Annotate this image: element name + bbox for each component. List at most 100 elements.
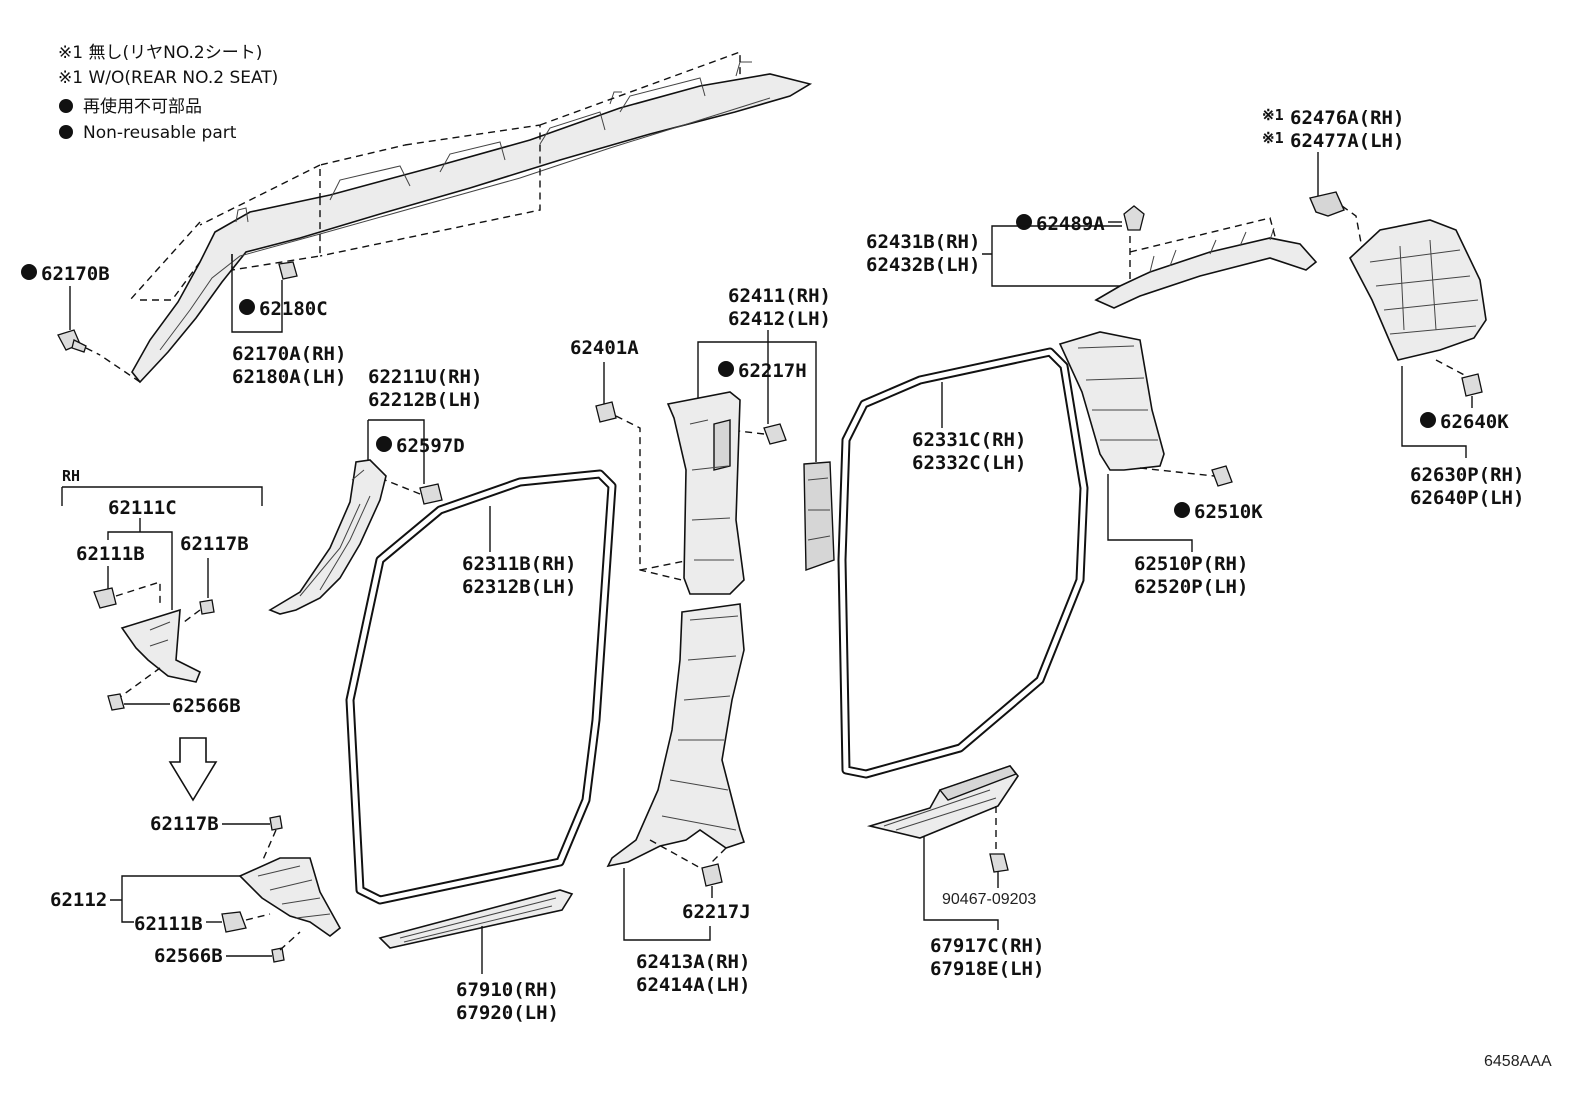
clip-62117B [199,599,215,615]
nonreusable-dot-icon [59,125,73,139]
leader-line [623,868,711,941]
part-label-62217J: 62217J [682,901,751,923]
part-label-62640P: 62640P(LH) [1410,487,1524,509]
part-label-62111B-b: 62111B [134,913,203,935]
part-label-62630P: 62630P(RH) [1410,464,1524,486]
leader-line [107,518,173,610]
front-pillar-garnish: 62211U(RH) 62212B(LH) 62597D [268,366,482,615]
down-arrow-icon [168,737,218,802]
dash-line [1341,205,1363,249]
part-label-62312B: 62312B(LH) [462,576,576,598]
part-label-62111C: 62111C [108,497,177,519]
dash-line [649,839,727,871]
legend: ※1 無し(リヤNO.2シート) ※1 W/O(REAR NO.2 SEAT) … [58,43,278,143]
dash-line [1129,217,1277,280]
front-door-weatherstrip: 62311B(RH) 62312B(LH) [345,469,617,905]
illustration-code: 6458AAA [1484,1053,1552,1070]
legend-note1-en: ※1 W/O(REAR NO.2 SEAT) [58,68,278,88]
part-label-90467: 90467-09203 [942,891,1036,908]
legend-nonreusable-en: Non-reusable part [83,123,237,143]
dash-line [85,347,101,356]
rh-group: RH 62111C 62111B 62117B 62566B [61,467,263,717]
part-label-62476A: 62476A(RH) [1290,107,1404,129]
clip-62111B [93,587,117,609]
quarter-pillar-garnish: 62510K 62510P(RH) 62520P(LH) [1058,331,1263,598]
part-label-62477A: 62477A(LH) [1290,130,1404,152]
part-label-62412: 62412(LH) [728,308,831,330]
screw-62170B [57,329,87,353]
leader-line [982,225,1124,287]
nonreusable-dot-icon [1174,502,1190,518]
part-label-62413A: 62413A(RH) [636,951,750,973]
group-bracket [61,486,263,506]
cover-62476A [1309,191,1345,217]
nonreusable-dot-icon [1420,412,1436,428]
part-label-62566B-a: 62566B [172,695,241,717]
dash-line [261,829,277,863]
part-label-62112: 62112 [50,889,107,911]
nonreusable-dot-icon [1016,214,1032,230]
part-label-62432B: 62432B(LH) [866,254,980,276]
part-label-62510P: 62510P(RH) [1134,553,1248,575]
part-label-62489A: 62489A [1036,213,1105,235]
part-label-62510K: 62510K [1194,501,1263,523]
legend-note1-jp: ※1 無し(リヤNO.2シート) [58,43,262,63]
roof-side-inner-garnish: 62489A 62431B(RH) 62432B(LH) [866,205,1318,309]
part-label-62180A: 62180A(LH) [232,366,346,388]
nonreusable-dot-icon [718,361,734,377]
part-label-67918E: 67918E(LH) [930,958,1044,980]
rear-scuff-plate: 90467-09203 67917C(RH) 67918E(LH) [866,765,1044,980]
part-label-62170A: 62170A(RH) [232,343,346,365]
part-label-62414A: 62414A(LH) [636,974,750,996]
part-label-62332C: 62332C(LH) [912,452,1026,474]
dash-line [245,913,271,921]
leader-line [1107,474,1193,552]
clip-62180C [278,261,298,280]
part-label-62640K: 62640K [1440,411,1509,433]
dash-line [183,609,201,623]
part-label-62401A: 62401A [570,337,639,359]
part-label-62117B-b: 62117B [150,813,219,835]
part-label-62180C: 62180C [259,298,328,320]
part-label-62597D: 62597D [396,435,465,457]
dash-line [115,581,161,606]
roof-side-garnish-illustration [99,50,813,384]
leader-line [231,254,283,333]
dash-line [379,477,421,495]
nonreusable-dot-icon [59,99,73,113]
part-label-62331C: 62331C(RH) [912,429,1026,451]
clip-62510K [1211,465,1233,487]
part-label-62566B-b: 62566B [154,945,223,967]
note-mark-62477A: ※1 [1262,129,1284,147]
dash-line [279,931,301,951]
part-label-62117B-a: 62117B [180,533,249,555]
part-label-67910: 67910(RH) [456,979,559,1001]
nonreusable-dot-icon [239,299,255,315]
clip-62640K [1461,373,1483,397]
part-label-62170B: 62170B [41,263,110,285]
center-pillar-group: 62401A 62411(RH) 62412(LH) 62217H 62217J… [570,285,835,996]
part-label-67920: 67920(LH) [456,1002,559,1024]
leader-line [1401,366,1467,458]
clip-62217J [701,863,723,887]
part-label-62211U: 62211U(RH) [368,366,482,388]
clip-62597D [419,483,443,505]
dash-line [1139,467,1215,477]
part-label-67917C: 67917C(RH) [930,935,1044,957]
clip-62566B [107,693,125,711]
rear-quarter-trim: ※1 62476A(RH) ※1 62477A(LH) 62640K 62630… [1262,106,1524,509]
part-label-62111B-a: 62111B [76,543,145,565]
clip-62489A [1123,205,1145,231]
nonreusable-dot-icon [376,436,392,452]
leader-line [697,330,817,462]
part-label-62411: 62411(RH) [728,285,831,307]
clip-62401A [595,401,617,423]
part-label-62520P: 62520P(LH) [1134,576,1248,598]
part-label-62431B: 62431B(RH) [866,231,980,253]
legend-nonreusable-jp: 再使用不可部品 [83,96,202,117]
rear-door-weatherstrip: 62331C(RH) 62332C(LH) [837,347,1089,779]
clip-62217H [763,423,787,445]
leader-line [110,875,240,923]
part-label-62311B: 62311B(RH) [462,553,576,575]
dash-line [639,559,691,571]
